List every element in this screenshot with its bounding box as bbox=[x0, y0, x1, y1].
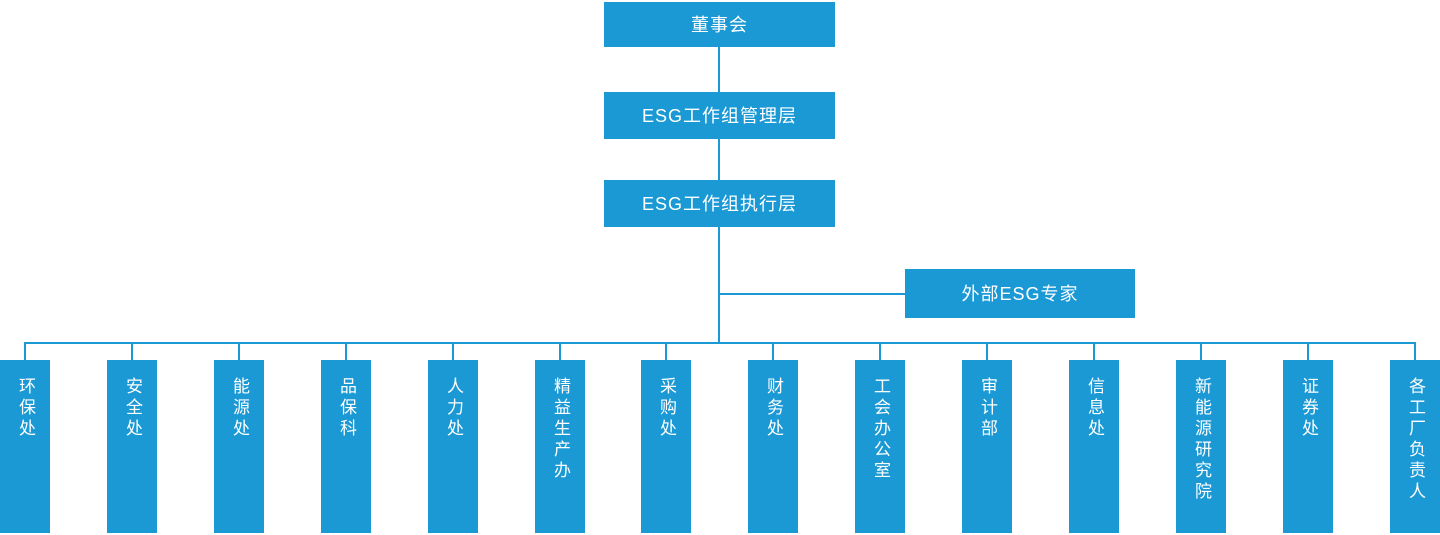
connector-stub-department bbox=[131, 342, 133, 360]
department-label: 安全处 bbox=[123, 377, 142, 440]
node-mgmt-label: ESG工作组管理层 bbox=[641, 105, 797, 126]
node-department: 精益生产办 bbox=[535, 360, 585, 533]
connector-stub-department bbox=[772, 342, 774, 360]
node-department: 人力处 bbox=[428, 360, 478, 533]
connector-stub-department bbox=[1093, 342, 1095, 360]
department-label: 信息处 bbox=[1085, 377, 1104, 440]
department-label: 证券处 bbox=[1299, 377, 1318, 440]
connector-board-to-management bbox=[718, 47, 720, 92]
node-department: 品保科 bbox=[321, 360, 371, 533]
department-label: 审计部 bbox=[978, 377, 997, 440]
department-label: 环保处 bbox=[16, 377, 35, 440]
department-label: 新能源研究院 bbox=[1192, 377, 1211, 503]
node-department: 各工厂负责人 bbox=[1390, 360, 1440, 533]
node-esg-execution-layer: ESG工作组执行层 bbox=[604, 180, 835, 227]
department-label: 能源处 bbox=[230, 377, 249, 440]
connector-trunk-vertical bbox=[718, 227, 720, 344]
node-department: 能源处 bbox=[214, 360, 264, 533]
node-department: 证券处 bbox=[1283, 360, 1333, 533]
department-label: 人力处 bbox=[444, 377, 463, 440]
node-board-of-directors: 董事会 bbox=[604, 2, 835, 47]
node-board-label: 董事会 bbox=[691, 14, 748, 35]
connector-management-to-execution bbox=[718, 139, 720, 180]
connector-stub-department bbox=[452, 342, 454, 360]
connector-stub-department bbox=[238, 342, 240, 360]
connector-to-external-experts bbox=[720, 293, 905, 295]
department-label: 工会办公室 bbox=[871, 377, 890, 482]
node-exec-label: ESG工作组执行层 bbox=[641, 193, 797, 214]
node-department: 采购处 bbox=[641, 360, 691, 533]
connector-stub-department bbox=[665, 342, 667, 360]
connector-stub-department bbox=[1307, 342, 1309, 360]
connector-stub-department bbox=[559, 342, 561, 360]
connector-stub-department bbox=[1200, 342, 1202, 360]
node-department: 环保处 bbox=[0, 360, 50, 533]
node-department: 安全处 bbox=[107, 360, 157, 533]
connector-stub-department bbox=[879, 342, 881, 360]
node-department: 审计部 bbox=[962, 360, 1012, 533]
department-label: 财务处 bbox=[764, 377, 783, 440]
node-department: 信息处 bbox=[1069, 360, 1119, 533]
node-department: 工会办公室 bbox=[855, 360, 905, 533]
department-label: 精益生产办 bbox=[551, 377, 570, 482]
department-label: 采购处 bbox=[657, 377, 676, 440]
department-label: 各工厂负责人 bbox=[1406, 377, 1425, 503]
node-external-label: 外部ESG专家 bbox=[961, 283, 1079, 304]
connector-stub-department bbox=[345, 342, 347, 360]
node-department: 新能源研究院 bbox=[1176, 360, 1226, 533]
connector-stub-department bbox=[1414, 342, 1416, 360]
node-esg-management-layer: ESG工作组管理层 bbox=[604, 92, 835, 139]
connector-stub-department bbox=[986, 342, 988, 360]
connector-bus-horizontal bbox=[24, 342, 1416, 344]
connector-stub-department bbox=[24, 342, 26, 360]
department-label: 品保科 bbox=[337, 377, 356, 440]
node-external-esg-experts: 外部ESG专家 bbox=[905, 269, 1135, 318]
node-department: 财务处 bbox=[748, 360, 798, 533]
